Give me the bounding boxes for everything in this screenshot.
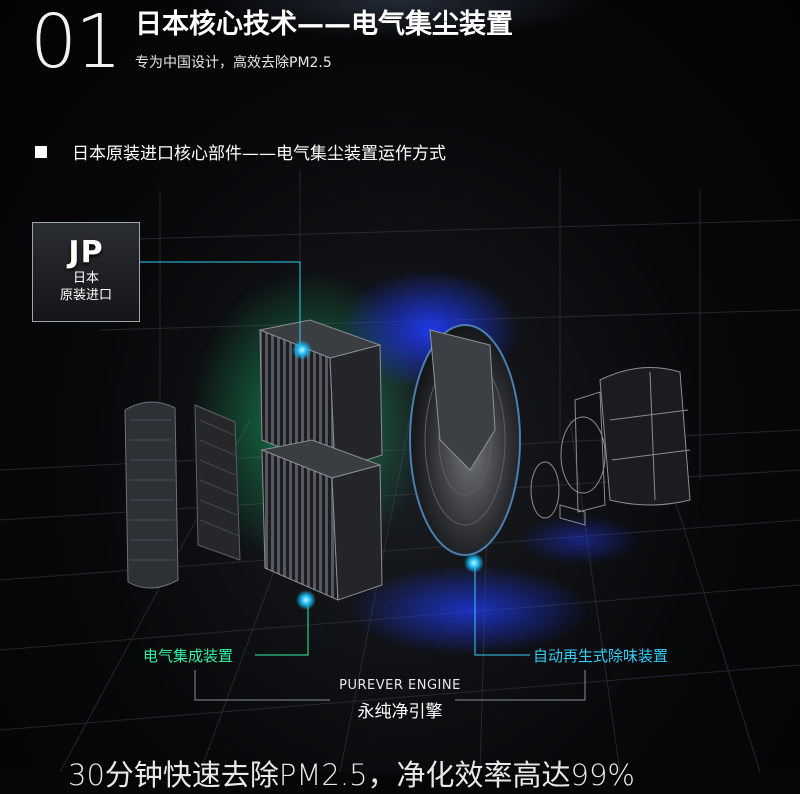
bullet-square: [35, 146, 47, 158]
jp-origin-badge: JP 日本 原装进口: [32, 222, 140, 322]
prefilter-part: [124, 401, 241, 589]
electric-collector-part: [258, 319, 383, 601]
section-number: 01: [30, 0, 122, 85]
hotspot-dot: [464, 553, 484, 573]
badge-line-1: 日本: [72, 271, 99, 286]
callout-electric-collector: 电气集成装置: [143, 647, 234, 665]
hotspot-dot: [292, 340, 312, 360]
bracket-lines: [194, 670, 586, 701]
section-label: 日本原装进口核心部件——电气集尘装置运作方式: [72, 144, 446, 164]
page-subtitle: 专为中国设计，高效去除PM2.5: [135, 55, 332, 71]
engine-name-cn: 永纯净引擎: [357, 702, 443, 722]
leader-lines: [140, 261, 530, 656]
engine-name-en: PUREVER ENGINE: [339, 678, 461, 693]
page-title: 日本核心技术——电气集尘装置: [135, 9, 513, 40]
callout-deodorizer: 自动再生式除味装置: [533, 647, 669, 665]
exploded-view-illustration: [0, 170, 800, 773]
deodorizer-disc-part: [409, 324, 521, 556]
hotspot-dot: [296, 590, 316, 610]
badge-code: JP: [68, 235, 104, 270]
top-glow: [200, 0, 600, 40]
footer-headline: 30分钟快速去除PM2.5，净化效率高达99%: [68, 758, 635, 792]
fan-and-housing-part: [530, 367, 691, 526]
badge-line-2: 原装进口: [59, 288, 112, 303]
